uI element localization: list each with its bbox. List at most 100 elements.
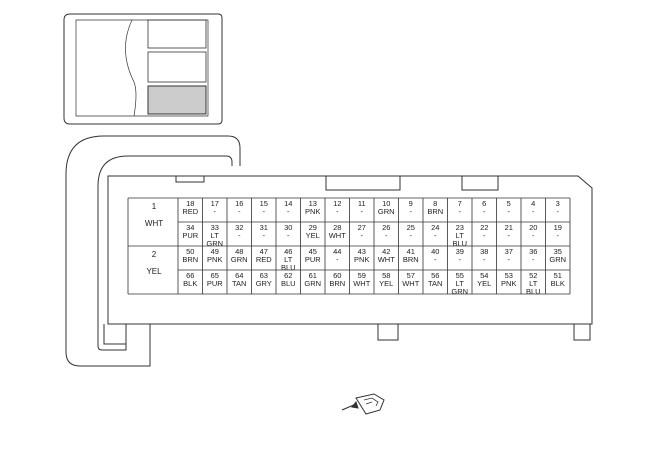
pin-number: 56 (431, 271, 440, 280)
wire-color: WHT (402, 279, 420, 288)
pin-cell-16: 16- (227, 200, 252, 216)
wire-color: LT GRN (206, 231, 224, 248)
wire-color: - (360, 231, 364, 240)
wire-color: - (556, 231, 560, 240)
wire-color: - (556, 207, 560, 216)
wire-color: - (287, 207, 290, 216)
wire-color: BLK (550, 279, 565, 288)
pin-cell-31: 31- (252, 224, 277, 240)
pin-number: 47 (259, 247, 268, 256)
pin-cell-26: 26- (374, 224, 399, 240)
pin-number: 44 (333, 247, 342, 256)
pin-number: 1 (151, 202, 157, 211)
pin-cell-4: 4- (521, 200, 546, 216)
pin-number: 10 (382, 199, 391, 208)
wire-color: RED (255, 255, 272, 264)
wire-color: BRN (182, 255, 199, 264)
housing-foot-right (573, 324, 591, 341)
pin-number: 52 (529, 271, 538, 280)
pin-number: 4 (531, 199, 536, 208)
pin-number: 20 (529, 223, 538, 232)
housing-foot-left (103, 324, 127, 345)
wire-color: - (336, 207, 339, 216)
pin-number: 37 (504, 247, 513, 256)
wire-color: PNK (207, 255, 223, 264)
pin-number: 39 (455, 247, 464, 256)
pin-cell-44: 44- (325, 248, 350, 264)
wire-color: - (238, 231, 241, 240)
wire-color: - (409, 207, 413, 216)
wire-color: LT GRN (451, 279, 469, 296)
wire-color: PNK (354, 255, 370, 264)
pin-cell-38: 38- (472, 248, 497, 264)
wire-color: PUR (182, 231, 199, 240)
pin-number: 43 (357, 247, 366, 256)
locator-inner-curve (125, 19, 137, 117)
pin-cell-5: 5- (497, 200, 522, 216)
pin-cell-27: 27- (350, 224, 375, 240)
wire-color: PNK (501, 279, 517, 288)
wire-color: BLU (280, 279, 296, 288)
wire-color: LT BLU (280, 255, 296, 272)
pin-cell-40: 40- (423, 248, 448, 264)
pin-number: 17 (210, 199, 219, 208)
wire-color: PUR (206, 279, 223, 288)
locator-housing (63, 13, 223, 125)
wire-color: GRN (304, 279, 322, 288)
pin-cell-9: 9- (399, 200, 424, 216)
pin-number: 53 (504, 271, 513, 280)
housing-foot-center (377, 324, 399, 341)
wire-color: - (385, 231, 388, 240)
wire-color: - (262, 207, 266, 216)
pin-cell-12: 12- (325, 200, 350, 216)
wire-color: - (287, 231, 290, 240)
pin-number: 16 (235, 199, 244, 208)
pin-number: 18 (186, 199, 195, 208)
pin-number: 38 (480, 247, 489, 256)
pin-number: 32 (235, 223, 244, 232)
pin-number: 2 (151, 250, 157, 259)
pin-cell-11: 11- (350, 200, 375, 216)
pin-number: 35 (553, 247, 562, 256)
pin-cell-32: 32- (227, 224, 252, 240)
pin-number: 58 (382, 271, 391, 280)
wire-color: BLK (183, 279, 198, 288)
locator-view (63, 13, 223, 125)
wire-color: - (507, 255, 511, 264)
wire-color: - (483, 231, 486, 240)
wire-color: WHT (353, 279, 371, 288)
pin-number: 26 (382, 223, 391, 232)
locator-slot-middle (147, 51, 207, 83)
pin-number: 9 (408, 199, 413, 208)
wire-color: - (213, 207, 217, 216)
pin-cell-20: 20- (521, 224, 546, 240)
wire-color: WHT (377, 255, 395, 264)
pin-group-1: 1 WHT (130, 202, 178, 228)
pin-cell-22: 22- (472, 224, 497, 240)
wire-color: YEL (379, 279, 394, 288)
pin-number: 30 (284, 223, 293, 232)
pin-number: 57 (406, 271, 415, 280)
wire-color: YEL (477, 279, 492, 288)
